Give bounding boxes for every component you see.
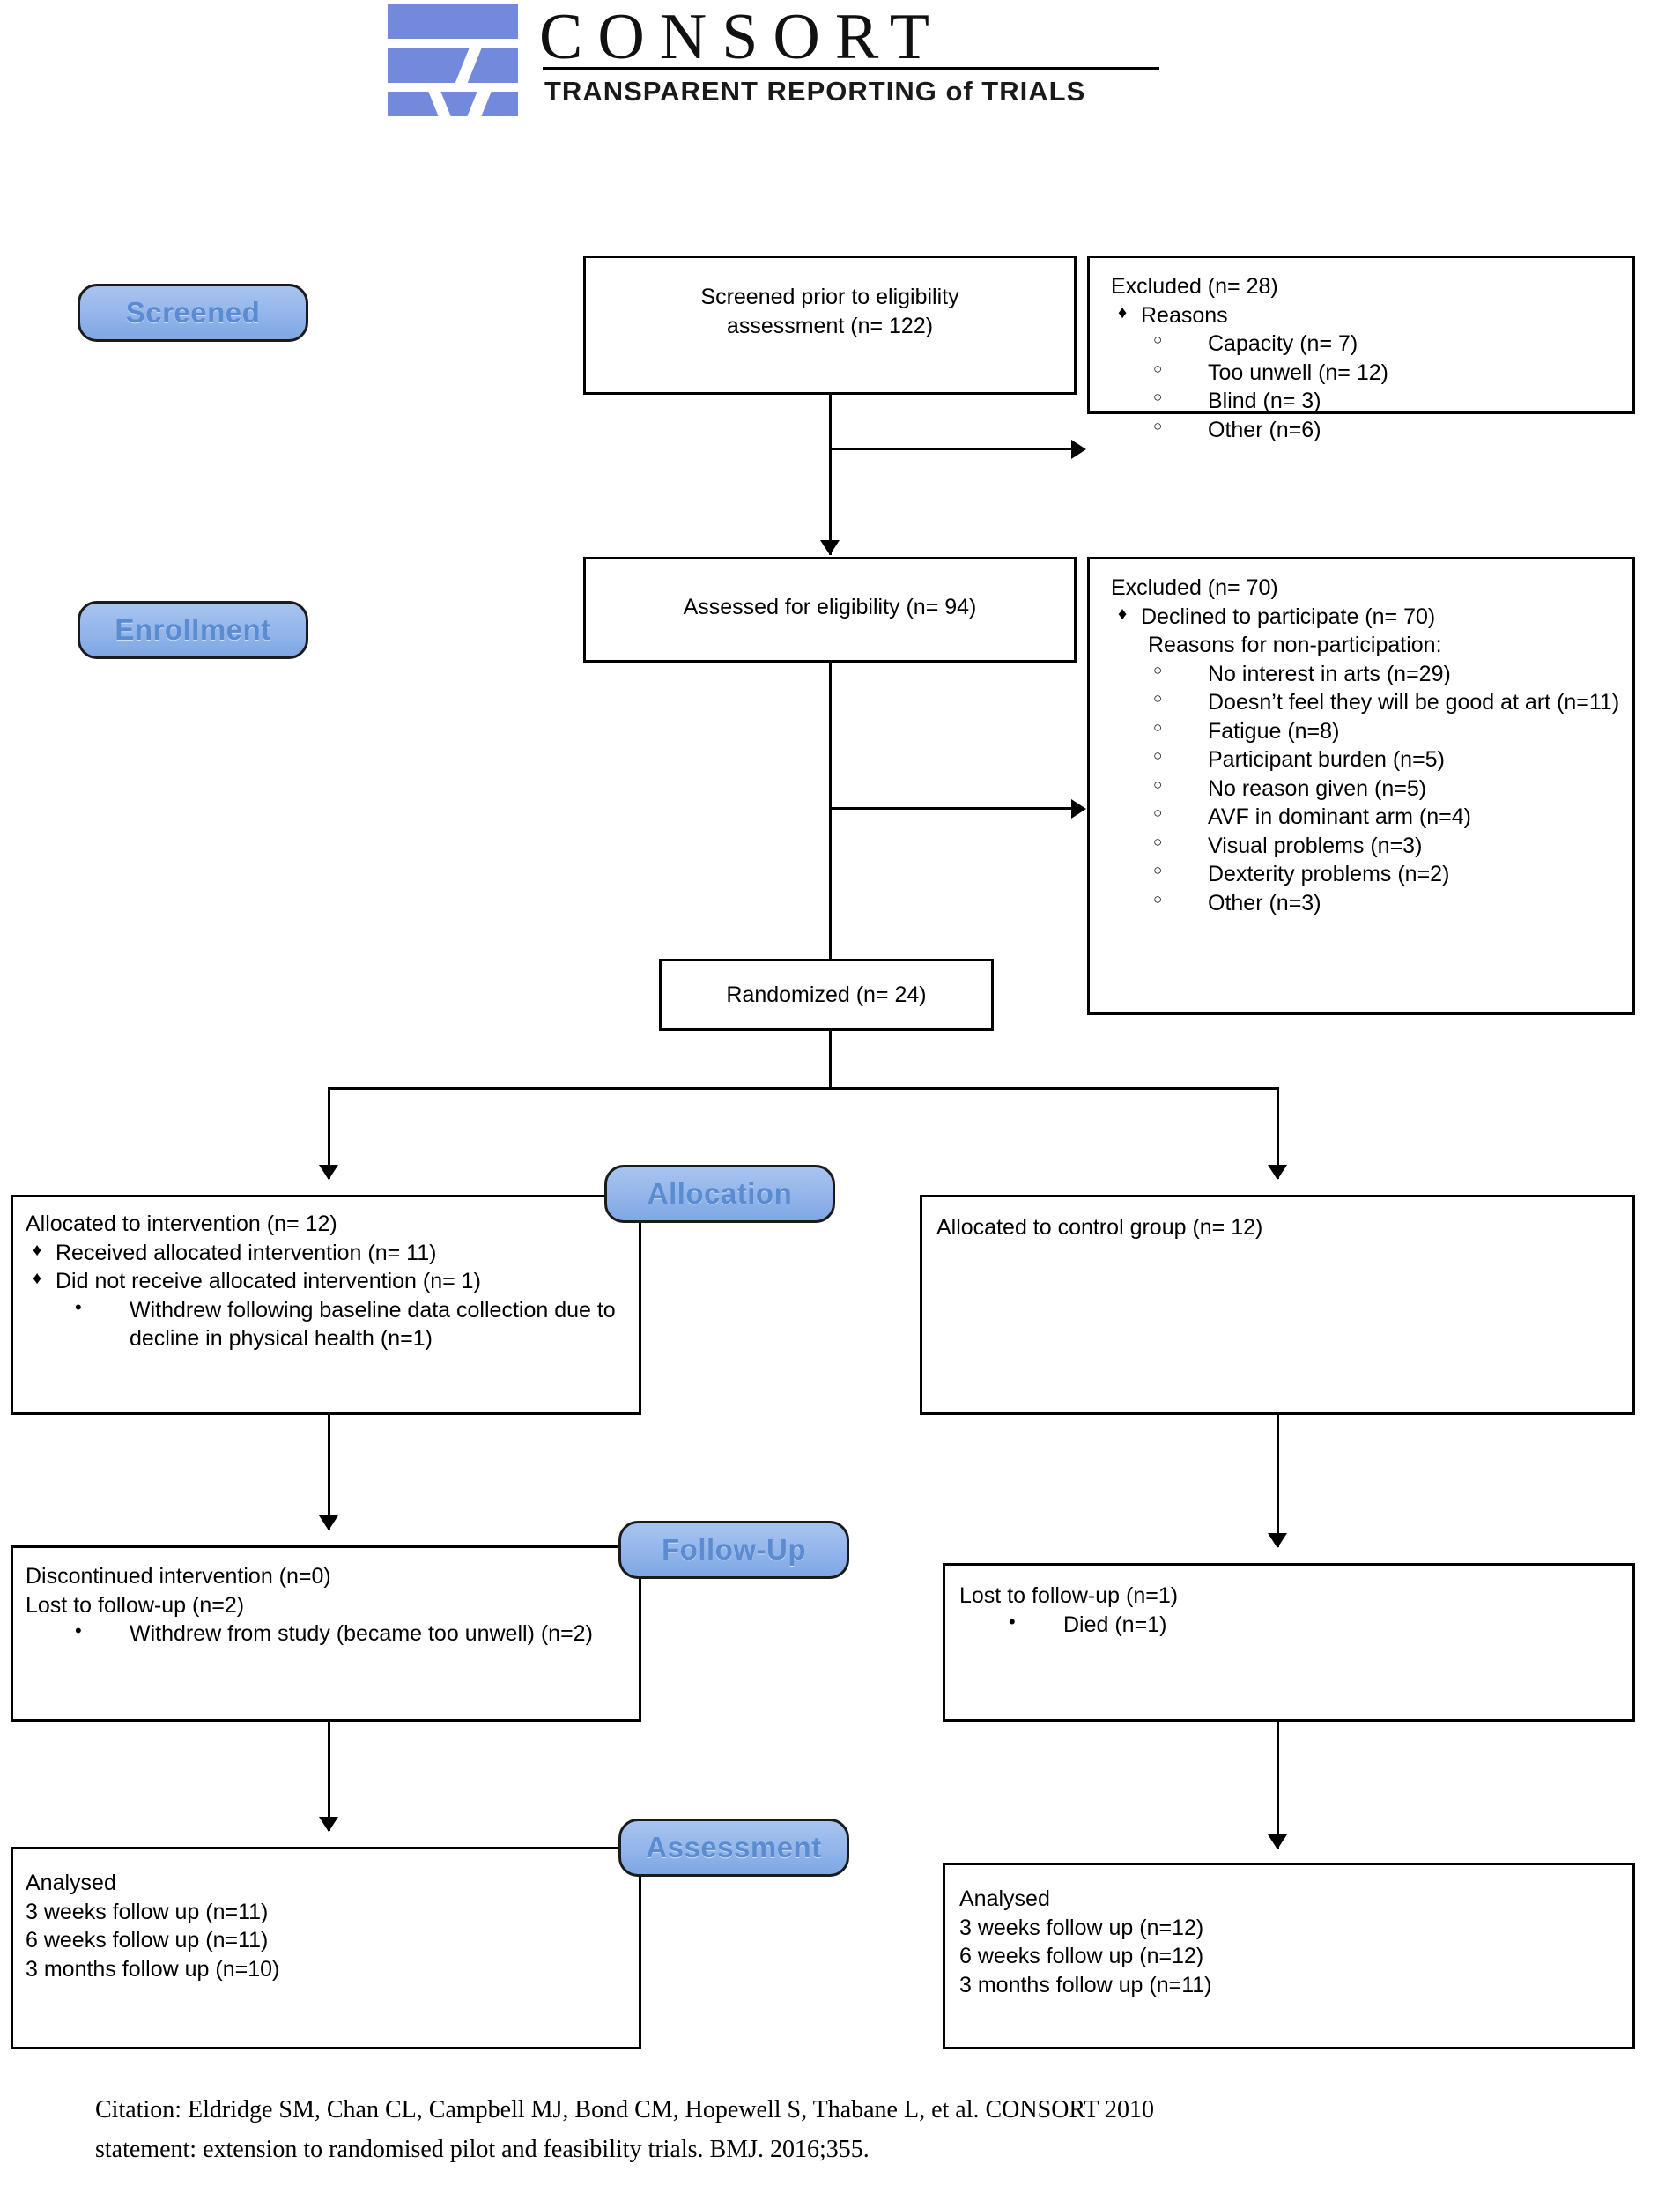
excluded-70-title: Excluded (n= 70): [1111, 575, 1278, 600]
logo-tagline: TRANSPARENT REPORTING of TRIALS: [544, 76, 1086, 107]
allocation-left-sub: Withdrew following baseline data collect…: [26, 1295, 630, 1353]
connector-assessed-to-randomized: [829, 663, 832, 960]
box-analysed-control: Analysed 3 weeks follow up (n=12) 6 week…: [943, 1863, 1635, 2049]
box-analysed-intervention: Analysed 3 weeks follow up (n=11) 6 week…: [11, 1847, 641, 2049]
followup-right-list: Lost to follow-up (n=1) Died (n=1): [959, 1582, 1624, 1639]
excluded-70-reason: Dexterity problems (n=2): [1111, 860, 1625, 889]
excluded-28-reasons-label: Reasons: [1111, 301, 1624, 330]
arrow-to-allocation-left: [319, 1165, 338, 1180]
box-screened-prior-text: Screened prior to eligibility assessment…: [700, 285, 959, 338]
arrow-to-assessment-left: [319, 1817, 338, 1832]
consort-logo: CONSORT TRANSPARENT REPORTING of TRIALS: [388, 1, 1216, 120]
excluded-70-list: Excluded (n= 70) Declined to participate…: [1111, 574, 1625, 917]
arrow-to-followup-right: [1268, 1533, 1287, 1548]
excluded-70-reason: Doesn’t feel they will be good at art (n…: [1111, 688, 1625, 717]
arrow-to-excluded-70: [1071, 799, 1086, 819]
followup-left-line1: Discontinued intervention (n=0): [26, 1564, 331, 1589]
excluded-28-reason: Capacity (n= 7): [1111, 330, 1624, 359]
box-excluded-28: Excluded (n= 28) Reasons Capacity (n= 7)…: [1087, 256, 1635, 442]
assessment-right-line: 6 weeks follow up (n=12): [959, 1944, 1204, 1968]
assessment-left-line: 3 weeks follow up (n=11): [26, 1899, 269, 1924]
excluded-70-reasons-label: Reasons for non-participation:: [1148, 633, 1442, 657]
excluded-70-reason: Visual problems (n=3): [1111, 832, 1625, 861]
assessment-left-line: 3 months follow up (n=10): [26, 1956, 280, 1982]
connector-to-excluded-70: [829, 807, 1077, 810]
box-randomized: Randomized (n= 24): [659, 959, 994, 1031]
connector-split-right: [1277, 1087, 1279, 1179]
allocation-left-title: Allocated to intervention (n= 12): [26, 1212, 337, 1236]
excluded-28-list: Excluded (n= 28) Reasons Capacity (n= 7)…: [1111, 272, 1624, 444]
excluded-28-reason: Too unwell (n= 12): [1111, 359, 1624, 388]
assessment-right-title: Analysed: [959, 1886, 1050, 1911]
connector-allocation-left-down: [328, 1415, 330, 1530]
assessment-right-list: Analysed 3 weeks follow up (n=12) 6 week…: [959, 1885, 1624, 1999]
excluded-70-declined: Declined to participate (n= 70): [1111, 603, 1625, 632]
excluded-70-reason: AVF in dominant arm (n=4): [1111, 803, 1625, 832]
consort-wordmark: CONSORT: [539, 1, 944, 73]
stage-badge-allocation: Allocation: [604, 1165, 835, 1223]
connector-to-excluded-28: [829, 448, 1077, 450]
excluded-28-reason: Other (n=6): [1111, 416, 1624, 445]
box-randomized-text: Randomized (n= 24): [726, 982, 927, 1007]
excluded-70-reason: No reason given (n=5): [1111, 774, 1625, 804]
assessment-left-title: Analysed: [26, 1871, 116, 1895]
excluded-70-reason: Fatigue (n=8): [1111, 717, 1625, 746]
allocation-left-not-received: Did not receive allocated intervention (…: [26, 1267, 630, 1296]
allocation-left-received: Received allocated intervention (n= 11): [26, 1239, 630, 1268]
citation-line-2: statement: extension to randomised pilot…: [95, 2136, 870, 2164]
logo-divider: [543, 67, 1159, 70]
box-assessed-eligibility: Assessed for eligibility (n= 94): [583, 557, 1077, 663]
followup-right-line1: Lost to follow-up (n=1): [959, 1583, 1179, 1608]
box-allocated-control: Allocated to control group (n= 12): [920, 1195, 1635, 1415]
arrow-screened-to-assessed: [820, 540, 840, 555]
connector-allocation-right-down: [1277, 1415, 1279, 1547]
box-excluded-70: Excluded (n= 70) Declined to participate…: [1087, 557, 1635, 1015]
connector-screened-to-assessed: [829, 395, 832, 555]
followup-left-sub: Withdrew from study (became too unwell) …: [26, 1619, 630, 1649]
box-allocated-intervention: Allocated to intervention (n= 12) Receiv…: [11, 1195, 641, 1415]
assessment-left-list: Analysed 3 weeks follow up (n=11) 6 week…: [26, 1869, 630, 1983]
assessment-right-line: 3 weeks follow up (n=12): [959, 1915, 1204, 1940]
consort-logo-mark-icon: [388, 4, 518, 120]
arrow-to-excluded-28: [1071, 440, 1086, 459]
box-followup-intervention: Discontinued intervention (n=0) Lost to …: [11, 1545, 641, 1722]
excluded-28-reason: Blind (n= 3): [1111, 387, 1624, 416]
allocation-right-list: Allocated to control group (n= 12): [936, 1213, 1624, 1242]
assessment-right-line: 3 months follow up (n=11): [959, 1972, 1212, 1997]
stage-badge-followup: Follow-Up: [618, 1521, 849, 1579]
excluded-70-reason: No interest in arts (n=29): [1111, 660, 1625, 689]
stage-badge-assessment: Assessment: [618, 1819, 849, 1877]
followup-right-sub: Died (n=1): [959, 1610, 1624, 1640]
connector-followup-right-down: [1277, 1722, 1279, 1849]
stage-badge-enrollment: Enrollment: [78, 601, 308, 659]
followup-left-list: Discontinued intervention (n=0) Lost to …: [26, 1562, 630, 1649]
box-assessed-eligibility-text: Assessed for eligibility (n= 94): [683, 595, 977, 619]
citation-line-1: Citation: Eldridge SM, Chan CL, Campbell…: [95, 2096, 1155, 2123]
excluded-70-reason: Participant burden (n=5): [1111, 745, 1625, 774]
connector-followup-left-down: [328, 1722, 330, 1831]
connector-randomized-down: [829, 1031, 832, 1089]
arrow-to-allocation-right: [1268, 1165, 1287, 1180]
allocation-right-title: Allocated to control group (n= 12): [936, 1215, 1263, 1240]
assessment-left-line: 6 weeks follow up (n=11): [26, 1928, 269, 1953]
excluded-28-title: Excluded (n= 28): [1111, 274, 1278, 299]
stage-badge-screened: Screened: [78, 284, 308, 342]
excluded-70-reason: Other (n=3): [1111, 889, 1625, 918]
box-followup-control: Lost to follow-up (n=1) Died (n=1): [943, 1563, 1635, 1722]
box-screened-prior: Screened prior to eligibility assessment…: [583, 256, 1077, 395]
allocation-left-list: Allocated to intervention (n= 12) Receiv…: [26, 1210, 630, 1353]
arrow-to-followup-left: [319, 1515, 338, 1530]
connector-split-left: [328, 1087, 330, 1179]
arrow-to-assessment-right: [1268, 1834, 1287, 1849]
connector-randomized-split: [328, 1087, 1279, 1090]
followup-left-line2: Lost to follow-up (n=2): [26, 1592, 245, 1618]
